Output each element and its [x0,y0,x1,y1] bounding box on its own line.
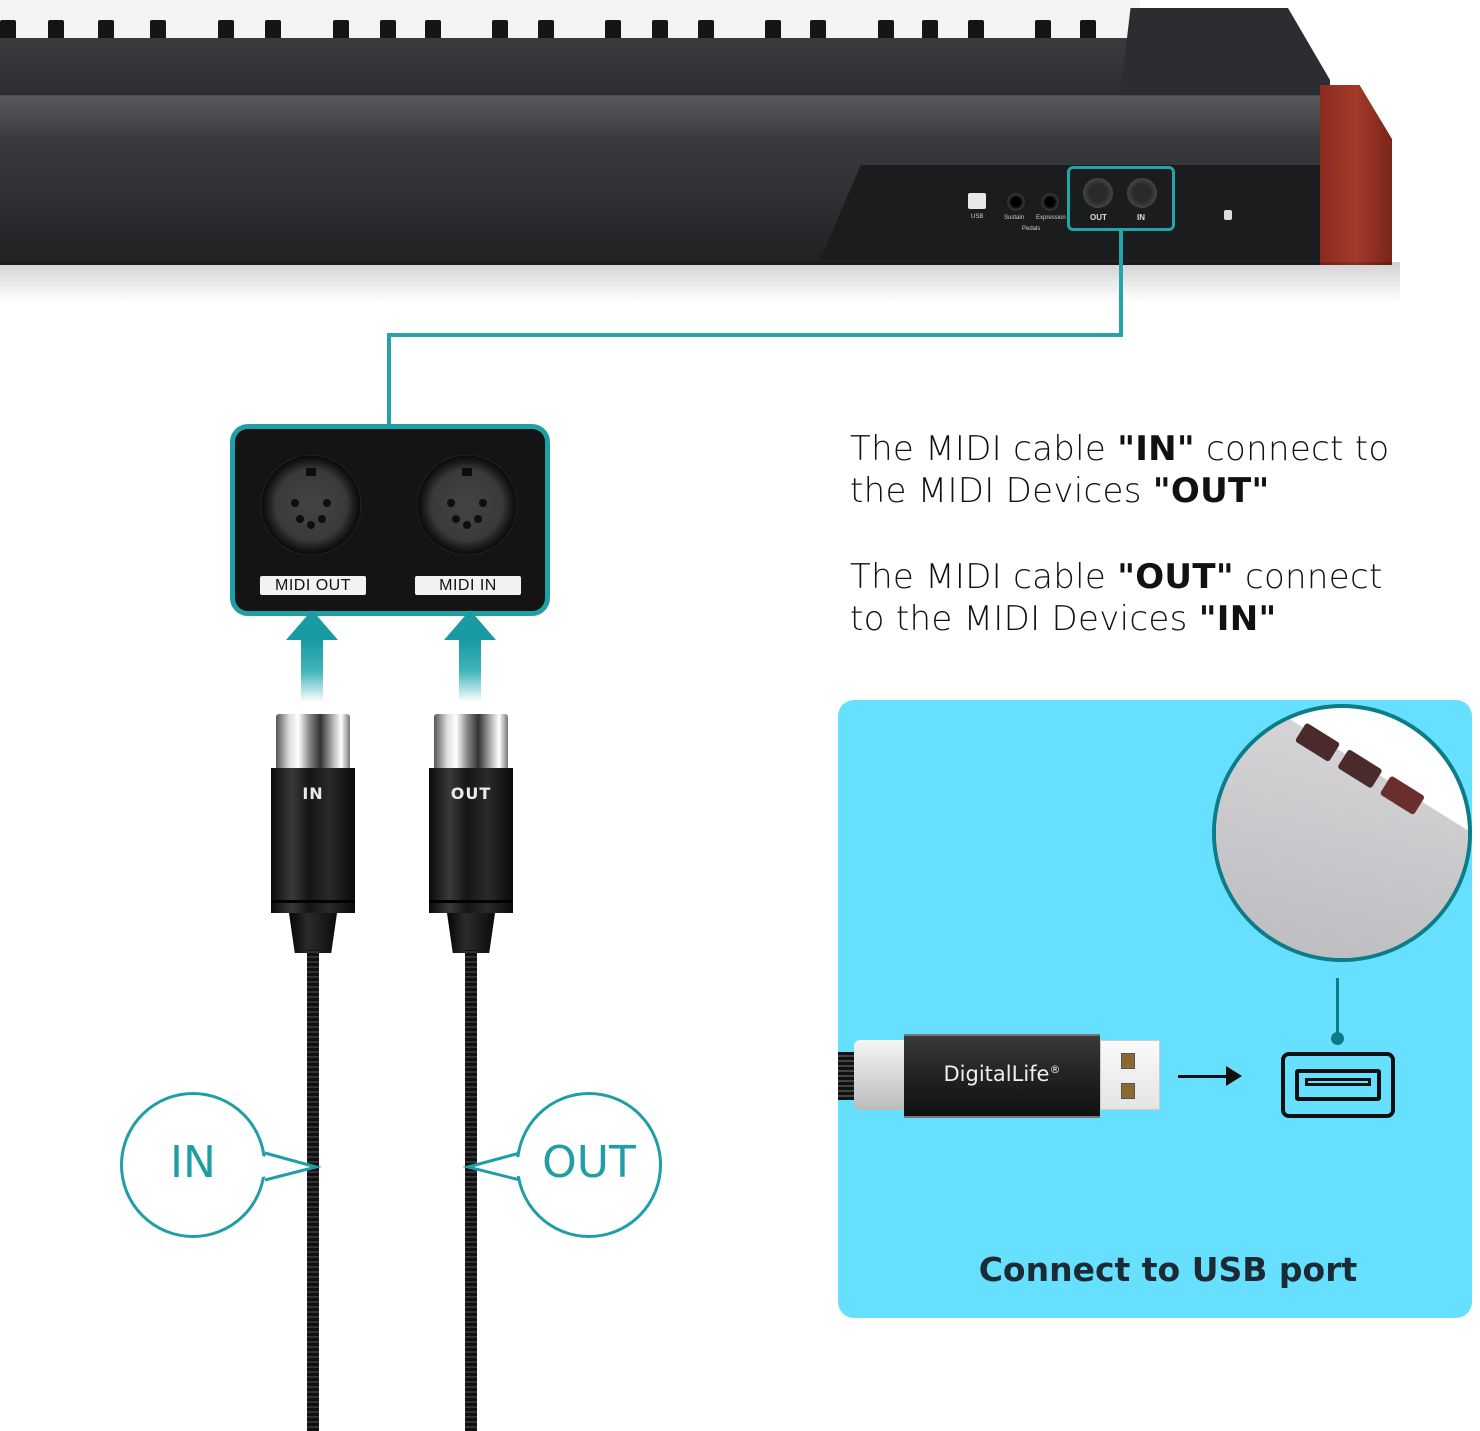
connector-line-horizontal [387,333,1123,337]
midi-in-plug-boot [289,913,337,953]
callout-tail-covers [262,1156,523,1177]
usb-connection-panel: DigitalLife® Connect to USB port [838,700,1472,1318]
rear-midi-in-label: IN [1137,213,1145,222]
midi-in-tag: MIDI IN [415,576,521,595]
midi-in-plug-tip [276,714,350,772]
usb-link-dot [1331,1032,1344,1045]
pedals-group-label: Pedals [1022,226,1041,232]
keyboard-lip [0,96,1330,136]
plug-out-label: OUT [450,784,492,803]
usb-port-label: USB [971,214,984,220]
laptop-ports-closeup [1212,704,1472,962]
keyboard-red-endcap [1320,85,1392,265]
sustain-label: Sustain [1004,215,1025,221]
usb-caption: Connect to USB port [978,1250,1358,1289]
instruction-out: The MIDI cable "OUT" connect to the MIDI… [850,557,1383,639]
instruction-in: The MIDI cable "IN" connect to the MIDI … [850,429,1390,511]
midi-out-plug-tip [434,714,508,772]
brand-logo: DigitalLife® [943,1062,1061,1086]
arrow-up-icon [286,610,338,640]
callout-in: IN [120,1092,266,1238]
usb-a-connector [1100,1040,1160,1110]
midi-in-socket-icon [417,455,517,555]
rear-midi-out-label: OUT [1090,213,1107,222]
midi-in-plug-body: IN [271,768,355,913]
sustain-jack-icon [1007,193,1025,211]
connector-line-vertical-left [387,333,391,427]
connector-line-vertical-right [1119,230,1123,336]
midi-out-plug-boot [447,913,495,953]
midi-ports-closeup: MIDI OUT MIDI IN [230,424,550,616]
midi-out-port-icon [1083,178,1113,208]
plug-in-label: IN [302,784,324,803]
midi-ports-highlight [1067,166,1175,231]
usb-plug-housing: DigitalLife® [904,1034,1100,1118]
midi-out-tag: MIDI OUT [260,576,366,595]
arrow-up-icon [444,610,496,640]
arrow-right-icon [1226,1066,1242,1086]
midi-out-socket-icon [261,455,361,555]
keyboard-control-deck [0,38,1330,98]
arrow-up-shaft [459,640,481,702]
arrow-right-line [1178,1075,1228,1078]
callout-out-text: OUT [542,1137,636,1188]
keyboard-control-section [1120,8,1330,98]
usb-link-line [1336,978,1339,1036]
midi-in-port-icon [1127,178,1157,208]
midi-out-cable [465,950,477,1431]
midi-in-cable [307,950,319,1431]
lock-icon [1224,210,1232,220]
usb-b-port-icon [968,193,986,209]
usb-port-icon [1281,1052,1395,1118]
midi-out-plug-body: OUT [429,768,513,913]
usb-collar [854,1040,910,1110]
expression-jack-icon [1041,193,1059,211]
keyboard-rear-panel [820,165,1330,260]
keyboard-shadow [0,262,1400,302]
callout-in-text: IN [170,1137,216,1188]
arrow-up-shaft [301,640,323,702]
expression-label: Expression [1036,215,1066,221]
